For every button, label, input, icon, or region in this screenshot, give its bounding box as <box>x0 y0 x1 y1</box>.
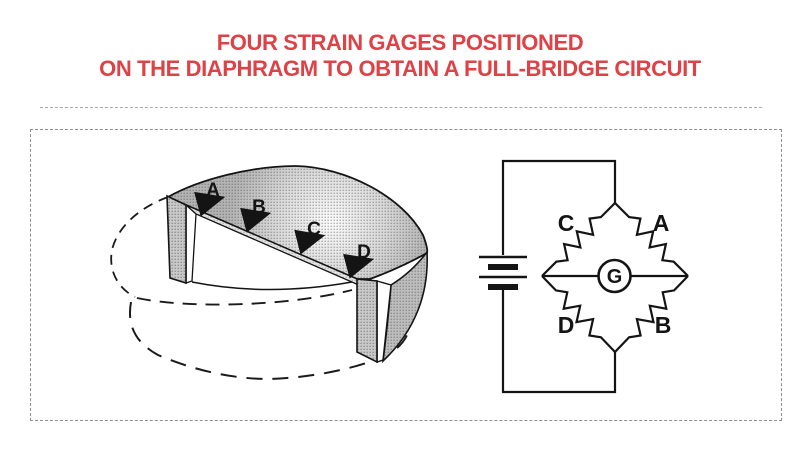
right-wall-column <box>356 249 428 364</box>
gage-arrow-d-icon <box>343 253 375 279</box>
gage-arrows <box>194 191 375 279</box>
resistor-a <box>614 202 689 277</box>
resistor-label-a: A <box>653 210 670 236</box>
gage-label-a: A <box>206 180 220 201</box>
circuit-wire-top <box>501 159 617 255</box>
resistor-b <box>614 275 689 353</box>
gage-arrow-c-icon <box>294 229 326 255</box>
figure-title: FOUR STRAIN GAGES POSITIONED ON THE DIAP… <box>0 30 800 82</box>
resistor-label-c: C <box>558 210 575 236</box>
gage-arrow-b-icon <box>240 207 272 233</box>
gage-label-b: B <box>252 197 266 218</box>
diaphragm-top-surface <box>167 165 429 280</box>
bridge-circuit: G C A D B <box>479 159 689 394</box>
resistor-c <box>541 202 616 277</box>
diaphragm-diagram: A B C D <box>110 165 429 381</box>
gage-label-c: C <box>307 219 321 240</box>
circuit-wire-bottom <box>501 289 617 394</box>
resistor-d <box>541 275 616 353</box>
hidden-rim-dashed <box>110 196 169 298</box>
separator-line <box>40 107 762 108</box>
title-line-2: ON THE DIAPHRAGM TO OBTAIN A FULL-BRIDGE… <box>99 56 701 81</box>
gage-arrow-a-icon <box>194 191 226 217</box>
galvanometer-icon <box>597 258 632 294</box>
left-wall-column <box>166 194 197 285</box>
battery-icon <box>479 255 527 290</box>
title-line-1: FOUR STRAIN GAGES POSITIONED <box>216 30 584 55</box>
gage-label-d: D <box>357 242 371 263</box>
cavity-front-edge <box>191 281 353 291</box>
resistor-label-d: D <box>558 312 575 338</box>
galvanometer-label: G <box>607 266 623 288</box>
resistor-label-b: B <box>655 312 672 338</box>
hidden-inner-ellipse-dashed <box>136 289 353 306</box>
